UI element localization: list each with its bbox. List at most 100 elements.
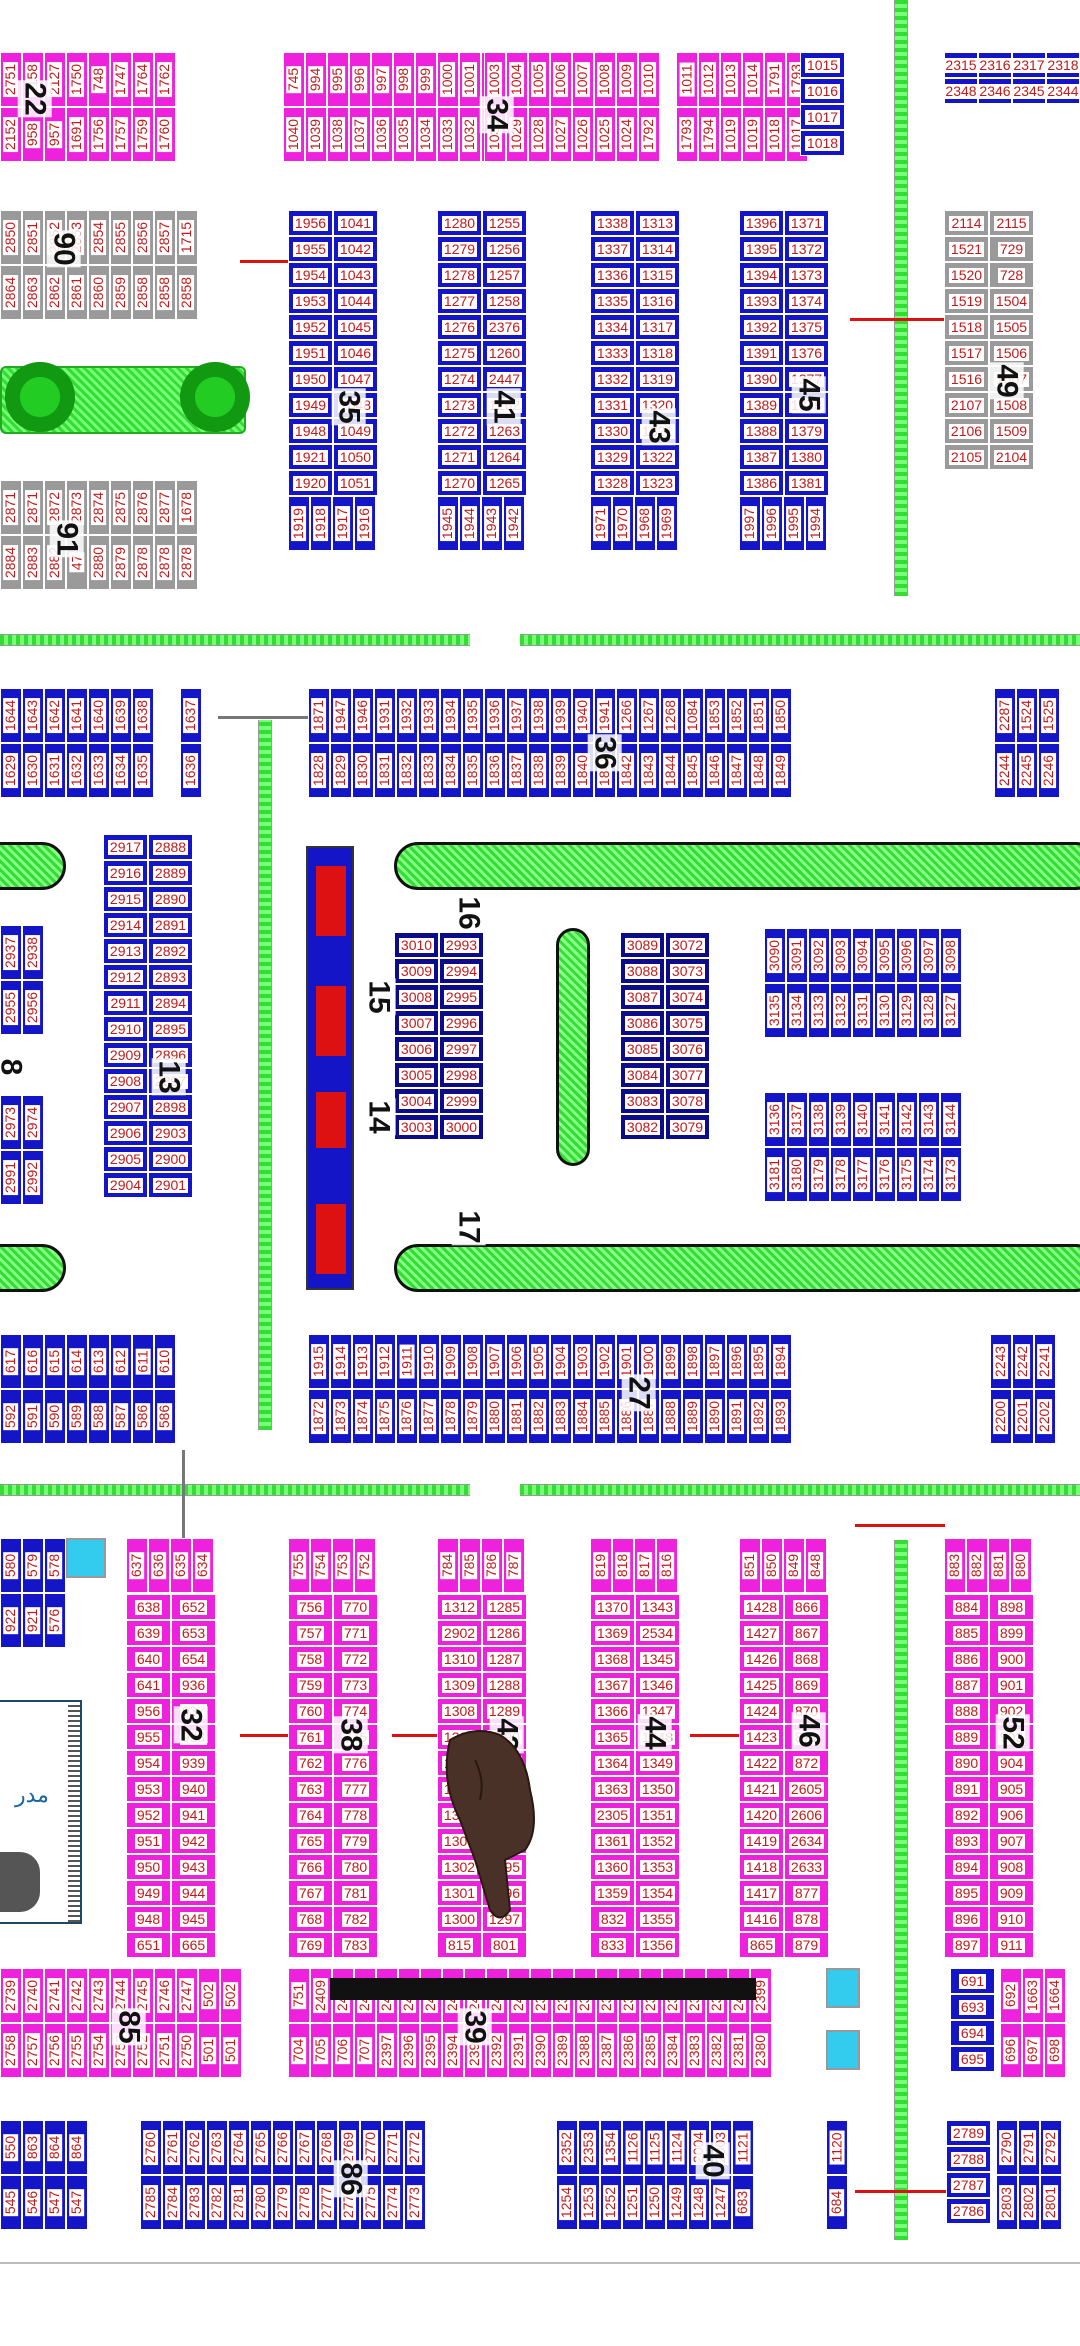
plot-cell[interactable]: 2773: [404, 2175, 426, 2230]
plot-cell[interactable]: 1836: [484, 743, 506, 798]
plot-cell[interactable]: 728: [989, 262, 1034, 288]
plot-cell[interactable]: 613: [88, 1334, 110, 1389]
plot-cell[interactable]: 816: [656, 1538, 678, 1593]
plot-cell[interactable]: 1838: [528, 743, 550, 798]
plot-cell[interactable]: 1328: [590, 470, 635, 496]
plot-cell[interactable]: 1013: [720, 52, 742, 107]
plot-cell[interactable]: 2973: [0, 1095, 22, 1150]
plot-cell[interactable]: 2106: [944, 418, 989, 444]
plot-cell[interactable]: 1428: [739, 1594, 784, 1620]
plot-cell[interactable]: 1872: [308, 1389, 330, 1444]
plot-cell[interactable]: 1873: [330, 1389, 352, 1444]
plot-cell[interactable]: 640: [126, 1646, 171, 1672]
plot-cell[interactable]: 2345: [1012, 78, 1046, 104]
plot-cell[interactable]: 2770: [360, 2120, 382, 2175]
plot-cell[interactable]: 894: [944, 1854, 989, 1880]
plot-cell[interactable]: 2912: [103, 964, 148, 990]
plot-cell[interactable]: 1852: [726, 688, 748, 743]
plot-cell[interactable]: 587: [110, 1389, 132, 1444]
plot-cell[interactable]: 1871: [308, 688, 330, 743]
plot-cell[interactable]: 956: [126, 1698, 171, 1724]
plot-cell[interactable]: 911: [989, 1932, 1034, 1958]
plot-cell[interactable]: 2860: [88, 265, 110, 320]
plot-cell[interactable]: 3137: [786, 1092, 808, 1147]
plot-cell[interactable]: 1638: [132, 688, 154, 743]
mosque-building[interactable]: مدر: [0, 1700, 82, 1924]
plot-cell[interactable]: 2907: [103, 1094, 148, 1120]
plot-cell[interactable]: 501: [220, 2023, 242, 2078]
plot-cell[interactable]: 869: [784, 1672, 829, 1698]
plot-cell[interactable]: 2991: [0, 1150, 22, 1205]
plot-cell[interactable]: 1851: [748, 688, 770, 743]
plot-cell[interactable]: 752: [354, 1538, 376, 1593]
plot-cell[interactable]: 1359: [590, 1880, 635, 1906]
plot-cell[interactable]: 1691: [66, 107, 88, 162]
plot-cell[interactable]: 1951: [288, 340, 333, 366]
plot-cell[interactable]: 1518: [944, 314, 989, 340]
plot-cell[interactable]: 1288: [482, 1672, 527, 1698]
plot-cell[interactable]: 1910: [418, 1334, 440, 1389]
plot-cell[interactable]: 2780: [250, 2175, 272, 2230]
plot-cell[interactable]: 878: [784, 1906, 829, 1932]
plot-cell[interactable]: 905: [989, 1776, 1034, 1802]
plot-cell[interactable]: 2788: [946, 2146, 991, 2172]
plot-cell[interactable]: 764: [288, 1802, 333, 1828]
plot-cell[interactable]: 2391: [508, 2023, 530, 2078]
plot-cell[interactable]: 1794: [698, 107, 720, 162]
plot-cell[interactable]: 936: [171, 1672, 216, 1698]
plot-cell[interactable]: 1890: [704, 1389, 726, 1444]
plot-cell[interactable]: 1919: [288, 496, 310, 551]
plot-cell[interactable]: 1424: [739, 1698, 784, 1724]
plot-cell[interactable]: 651: [126, 1932, 171, 1958]
plot-cell[interactable]: 1894: [770, 1334, 792, 1389]
plot-cell[interactable]: 888: [944, 1698, 989, 1724]
plot-cell[interactable]: 1355: [635, 1906, 680, 1932]
plot-cell[interactable]: 2894: [148, 990, 193, 1016]
plot-cell[interactable]: 1641: [66, 688, 88, 743]
plot-cell[interactable]: 1419: [739, 1828, 784, 1854]
plot-cell[interactable]: 2746: [154, 1968, 176, 2023]
plot-cell[interactable]: 2905: [103, 1146, 148, 1172]
plot-cell[interactable]: 2287: [994, 688, 1016, 743]
plot-cell[interactable]: 2911: [103, 990, 148, 1016]
plot-cell[interactable]: 1300: [437, 1906, 482, 1932]
plot-cell[interactable]: 1277: [437, 288, 482, 314]
plot-cell[interactable]: 1337: [590, 236, 635, 262]
plot-cell[interactable]: 2747: [176, 1968, 198, 2023]
plot-cell[interactable]: 783: [333, 1932, 378, 1958]
plot-cell[interactable]: 1853: [704, 688, 726, 743]
plot-cell[interactable]: 1254: [556, 2175, 578, 2230]
plot-cell[interactable]: 891: [944, 1776, 989, 1802]
plot-cell[interactable]: 996: [349, 52, 371, 107]
plot-cell[interactable]: 1252: [600, 2175, 622, 2230]
plot-cell[interactable]: 2605: [784, 1776, 829, 1802]
plot-cell[interactable]: 3130: [874, 983, 896, 1038]
plot-cell[interactable]: 1040: [283, 107, 305, 162]
plot-cell[interactable]: 1004: [506, 52, 528, 107]
plot-cell[interactable]: 1944: [459, 496, 481, 551]
plot-cell[interactable]: 898: [989, 1594, 1034, 1620]
plot-cell[interactable]: 1387: [739, 444, 784, 470]
plot-cell[interactable]: 782: [333, 1906, 378, 1932]
plot-cell[interactable]: 1898: [682, 1334, 704, 1389]
plot-cell[interactable]: 2880: [88, 535, 110, 590]
plot-cell[interactable]: 1762: [154, 52, 176, 107]
plot-cell[interactable]: 2244: [994, 743, 1016, 798]
plot-cell[interactable]: 2757: [22, 2023, 44, 2078]
plot-cell[interactable]: 2850: [0, 210, 22, 265]
plot-cell[interactable]: 2858: [132, 265, 154, 320]
plot-cell[interactable]: 2898: [148, 1094, 193, 1120]
plot-cell[interactable]: 1629: [0, 743, 22, 798]
plot-cell[interactable]: 758: [288, 1646, 333, 1672]
plot-cell[interactable]: 1349: [635, 1750, 680, 1776]
plot-cell[interactable]: 3075: [665, 1010, 710, 1036]
plot-cell[interactable]: 1955: [288, 236, 333, 262]
plot-cell[interactable]: 1631: [44, 743, 66, 798]
plot-cell[interactable]: 2857: [154, 210, 176, 265]
plot-cell[interactable]: 3141: [874, 1092, 896, 1147]
plot-cell[interactable]: 866: [784, 1594, 829, 1620]
plot-cell[interactable]: 1877: [418, 1389, 440, 1444]
plot-cell[interactable]: 1909: [440, 1334, 462, 1389]
plot-cell[interactable]: 610: [154, 1334, 176, 1389]
